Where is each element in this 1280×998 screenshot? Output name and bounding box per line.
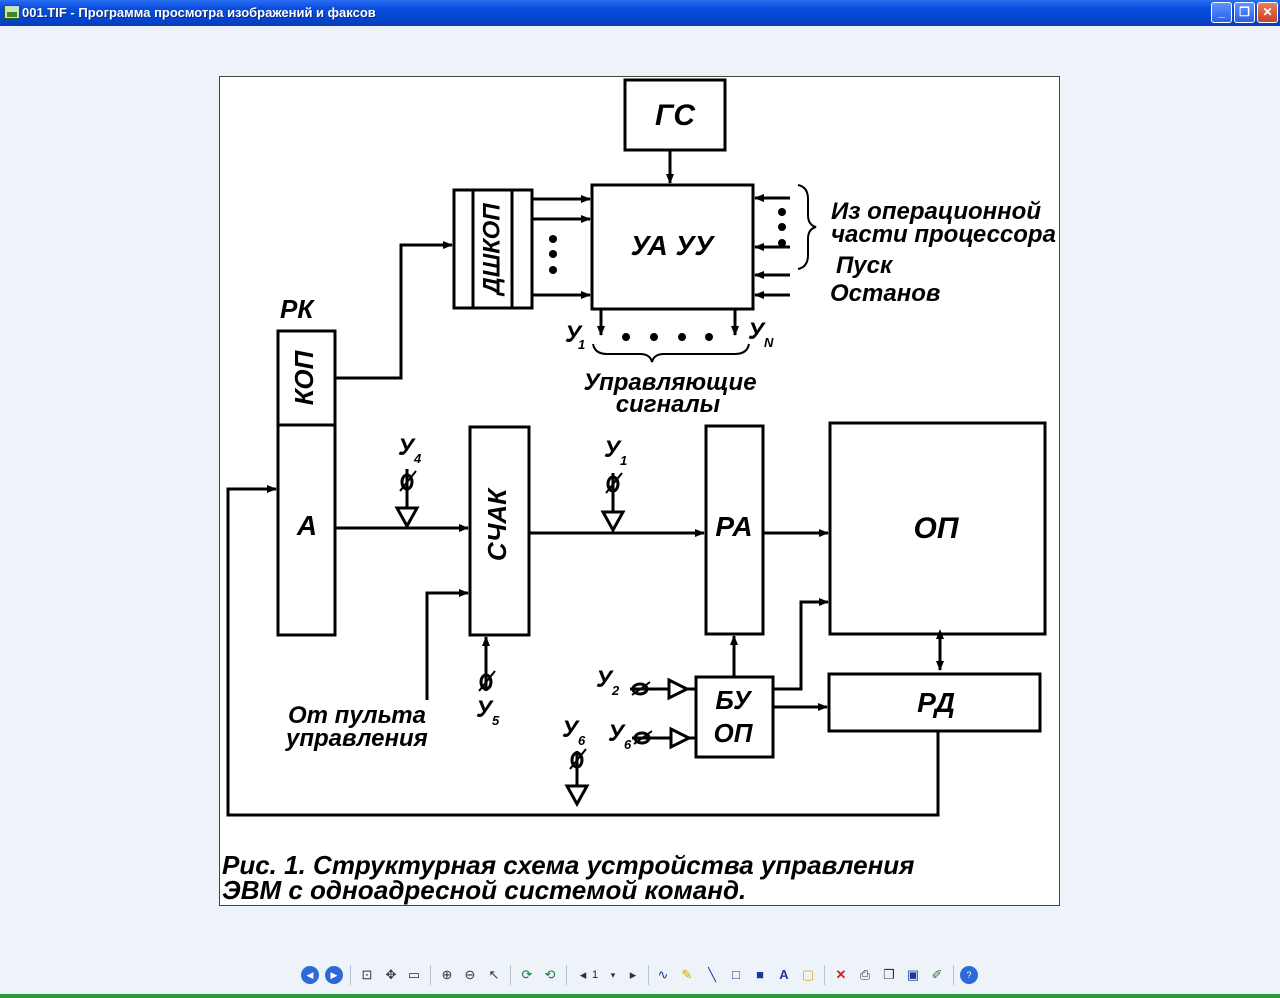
minimize-button[interactable]: _ bbox=[1211, 2, 1232, 23]
bu-op-label-1: БУ bbox=[715, 685, 753, 715]
y1-sub: 1 bbox=[620, 453, 627, 468]
ra-block bbox=[704, 424, 765, 636]
yn-label: У bbox=[748, 318, 766, 345]
from-panel-label-2: управления bbox=[285, 725, 428, 752]
rd-block bbox=[827, 672, 1042, 733]
ua-uu-label: УА УУ bbox=[631, 230, 716, 261]
page-number: 1 bbox=[592, 969, 599, 981]
page-dropdown-icon[interactable]: ▾ bbox=[610, 970, 616, 980]
ctrl-signals-label-2: сигналы bbox=[616, 391, 721, 418]
title-bar: 001.TIF - Программа просмотра изображени… bbox=[0, 0, 1280, 26]
zoom-in-icon[interactable]: ⊕ bbox=[441, 967, 453, 982]
highlighter-icon[interactable]: ✎ bbox=[681, 967, 693, 982]
help-icon[interactable]: ? bbox=[960, 966, 978, 984]
toolbar-separator bbox=[350, 965, 351, 985]
caption-line-1: Рис. 1. Структурная схема устройства упр… bbox=[222, 850, 914, 880]
y6-sub: 6 bbox=[624, 737, 632, 752]
best-fit-icon[interactable]: ⊡ bbox=[361, 967, 373, 982]
a-block bbox=[276, 423, 337, 637]
ra-label: РА bbox=[715, 511, 752, 542]
y2-sub: 2 bbox=[611, 683, 620, 698]
maximize-button[interactable]: ❐ bbox=[1234, 2, 1255, 23]
viewer-toolbar: ◀ ▶ ⊡ ✥ ▭ ⊕ ⊖ ↖ ⟳ ⟲ ◂ 1 ▾ ▸ ∿ ✎ ╲ □ ■ A … bbox=[0, 960, 1280, 994]
dshkop-block bbox=[452, 188, 534, 310]
dshkop-label: ДШКОП bbox=[478, 203, 505, 297]
edit-icon[interactable]: ✐ bbox=[931, 967, 943, 982]
prev-page-icon[interactable]: ◂ bbox=[579, 967, 587, 982]
rd-label: РД bbox=[917, 687, 955, 718]
schak-block bbox=[468, 425, 531, 637]
y6-label: У bbox=[608, 720, 626, 747]
rk-label: РК bbox=[280, 294, 315, 324]
zoom-out-icon[interactable]: ⊖ bbox=[464, 967, 476, 982]
rotate-ccw-icon[interactable]: ⟲ bbox=[544, 967, 556, 982]
from-op-label-2: части процессора bbox=[831, 221, 1056, 248]
yn-sub: N bbox=[764, 335, 774, 350]
rotate-cw-icon[interactable]: ⟳ bbox=[521, 967, 533, 982]
gs-block bbox=[623, 78, 727, 152]
start-label: Пуск bbox=[836, 252, 894, 279]
y6-bottom-sub: 6 bbox=[578, 733, 586, 748]
y5-label: У bbox=[476, 696, 494, 723]
op-label: ОП bbox=[914, 512, 960, 545]
kop-label: КОП bbox=[289, 349, 319, 405]
caption-line-2: ЭВМ с одноадресной системой команд. bbox=[222, 875, 746, 905]
taskbar-edge bbox=[0, 994, 1280, 998]
ua-uu-block bbox=[590, 183, 755, 311]
from-panel-label-1: От пульта bbox=[288, 702, 426, 729]
copy-icon[interactable]: ❐ bbox=[883, 967, 895, 982]
line-icon[interactable]: ╲ bbox=[708, 967, 716, 982]
toolbar-separator bbox=[566, 965, 567, 985]
next-image-icon[interactable]: ▶ bbox=[325, 966, 343, 984]
text-icon[interactable]: A bbox=[779, 967, 789, 982]
y2-label: У bbox=[596, 666, 614, 693]
schak-label: СЧАК bbox=[482, 487, 512, 561]
actual-size-icon[interactable]: ✥ bbox=[385, 967, 397, 982]
bu-op-label-2: ОП bbox=[714, 718, 754, 748]
slideshow-icon[interactable]: ▭ bbox=[407, 967, 421, 982]
print-icon[interactable]: ⎙ bbox=[859, 967, 871, 982]
stop-label: Останов bbox=[830, 280, 940, 307]
frame-icon[interactable]: □ bbox=[732, 967, 740, 982]
toolbar-separator bbox=[510, 965, 511, 985]
y4-label: У bbox=[398, 434, 416, 461]
note-icon[interactable]: ▢ bbox=[801, 967, 815, 982]
freehand-icon[interactable]: ∿ bbox=[657, 967, 669, 982]
toolbar-separator bbox=[824, 965, 825, 985]
toolbar-separator bbox=[430, 965, 431, 985]
close-button[interactable]: ✕ bbox=[1257, 2, 1278, 23]
toolbar-separator bbox=[953, 965, 954, 985]
save-icon[interactable]: ▣ bbox=[906, 967, 920, 982]
ctrl-signals-label-1: Управляющие bbox=[583, 369, 756, 396]
window-title: 001.TIF - Программа просмотра изображени… bbox=[22, 5, 376, 20]
y5-sub: 5 bbox=[492, 713, 500, 728]
y1-top-label: У bbox=[565, 321, 583, 348]
gs-label: ГС bbox=[655, 99, 696, 132]
y6-bottom-label: У bbox=[562, 716, 580, 743]
prev-image-icon[interactable]: ◀ bbox=[301, 966, 319, 984]
filled-rect-icon[interactable]: ■ bbox=[756, 967, 764, 982]
pointer-icon[interactable]: ↖ bbox=[488, 967, 500, 982]
app-icon bbox=[4, 5, 20, 19]
y4-sub: 4 bbox=[413, 451, 422, 466]
from-op-label-1: Из операционной bbox=[831, 198, 1041, 225]
delete-icon[interactable]: ✕ bbox=[835, 967, 847, 982]
block-diagram: ГС УА УУ ДШКОП КОП А СЧАК РА ОП РД БУ ОП… bbox=[222, 78, 1056, 905]
y1-top-sub: 1 bbox=[578, 337, 585, 352]
a-label: А bbox=[296, 510, 317, 541]
document-image: ГС УА УУ ДШКОП КОП А СЧАК РА ОП РД БУ ОП… bbox=[219, 76, 1060, 906]
next-page-icon[interactable]: ▸ bbox=[629, 967, 637, 982]
y1-label: У bbox=[604, 436, 622, 463]
toolbar-separator bbox=[648, 965, 649, 985]
